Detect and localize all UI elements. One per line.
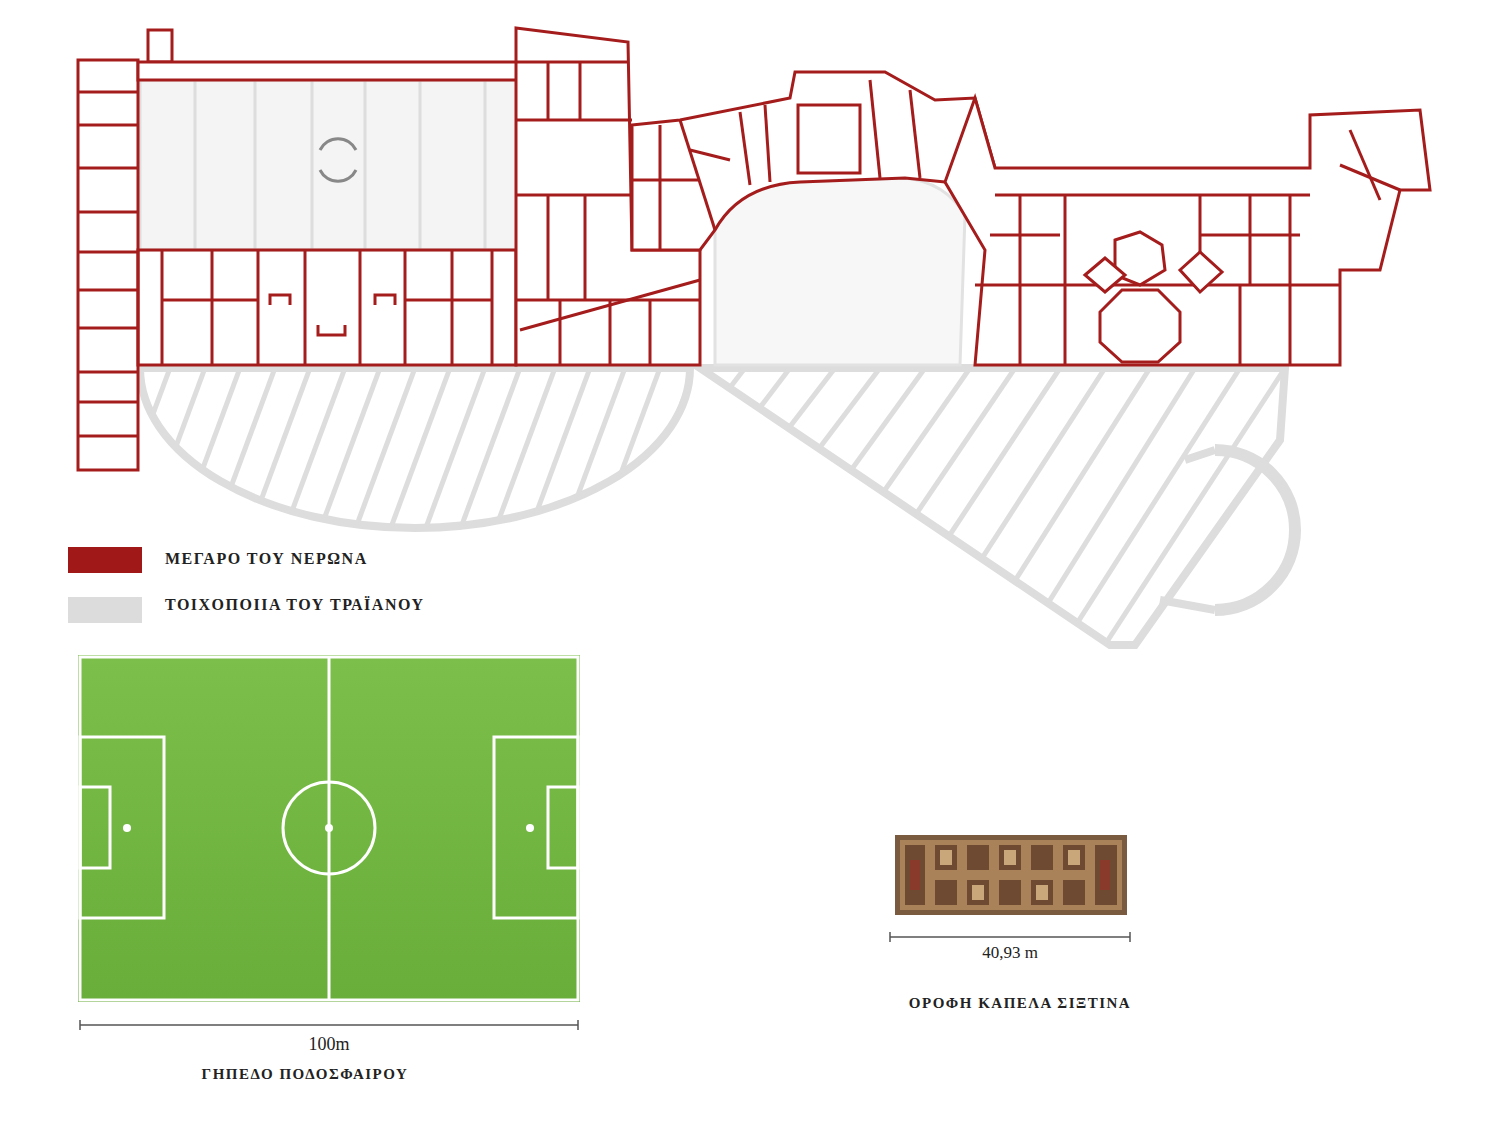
legend-swatch: [68, 597, 142, 623]
dimension-label: ΟΡΟΦΗ ΚΑΠΕΛΑ ΣΙΞΤΙΝΑ: [909, 995, 1131, 1012]
dimension-label: 100m: [308, 1034, 349, 1055]
dimension-label: ΓΗΠΕΔΟ ΠΟΔΟΣΦΑΙΡΟΥ: [202, 1066, 409, 1083]
nero-palace: [78, 28, 1430, 470]
legend-text: ΤΟΙΧΟΠΟΙΙΑ ΤΟΥ ΤΡΑΪΑΝΟΥ: [165, 596, 425, 614]
legend-swatch: [68, 547, 142, 573]
dimension-label: 40,93 m: [982, 943, 1038, 963]
legend-text: ΜΕΓΑΡΟ ΤΟΥ ΝΕΡΩΝΑ: [165, 550, 368, 568]
dimension-line: [80, 932, 1130, 1030]
football-pitch: [78, 655, 580, 1002]
sistine-ceiling: [895, 835, 1127, 915]
